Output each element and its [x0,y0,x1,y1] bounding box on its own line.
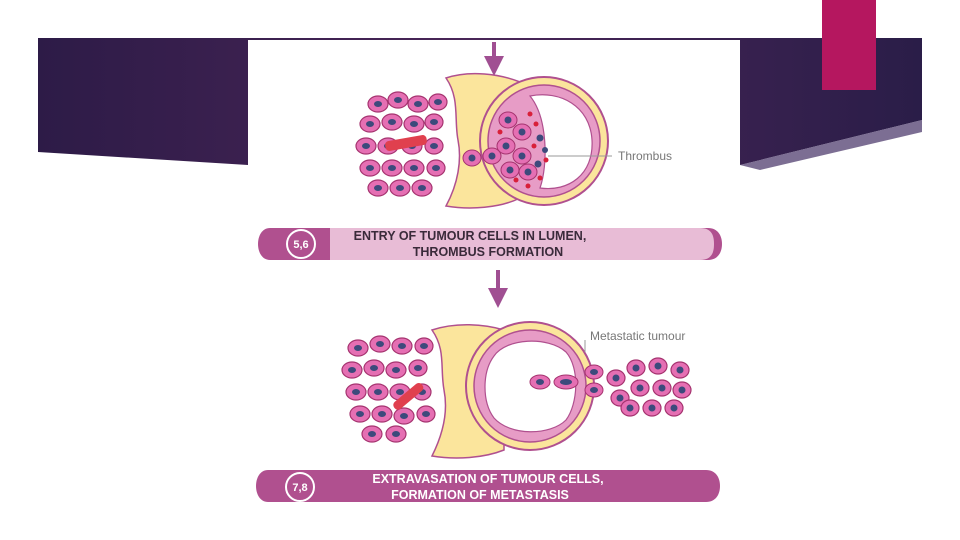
caption-band-lower [256,470,720,502]
primary-tumour-nuclei [348,341,430,437]
blood-vessel-lumen [528,94,593,190]
accent-tab [822,0,876,90]
caption-lower-line-1: EXTRAVASATION OF TUMOUR CELLS, [372,472,603,486]
blood-vessel-lumen-lower [484,340,577,433]
caption-line-2: THROMBUS FORMATION [413,245,563,259]
capillary [385,135,427,151]
tumour-cell-cluster [355,91,448,197]
stage-upper-caption: 5,6 ENTRY OF TUMOUR CELLS IN LUMEN, THRO… [258,228,722,260]
metastatic-tumour-nuclei [612,362,686,412]
banner-sheen [740,120,922,170]
capillary-lower [393,383,424,410]
stage-number-badge-lower [285,472,315,502]
stage-number-lower: 7,8 [292,482,307,494]
caption-line-1: ENTRY OF TUMOUR CELLS IN LUMEN, [354,229,587,243]
metastatic-tumour-cluster [606,357,692,417]
stage-number-badge [286,229,316,259]
stage-upper-illustration: Thrombus [355,72,672,209]
thrombus-label: Thrombus [618,149,672,163]
caption-band-highlight [330,228,714,260]
stage-number: 5,6 [293,239,308,251]
metastatic-tumour-label: Metastatic tumour [590,329,685,343]
extravasating-cells [529,364,604,398]
stage-lower-caption: 7,8 EXTRAVASATION OF TUMOUR CELLS, FORMA… [256,470,720,502]
thrombus [462,111,549,189]
stage-lower-illustration: Metastatic tumour [341,321,692,459]
caption-lower-line-2: FORMATION OF METASTASIS [391,488,569,502]
